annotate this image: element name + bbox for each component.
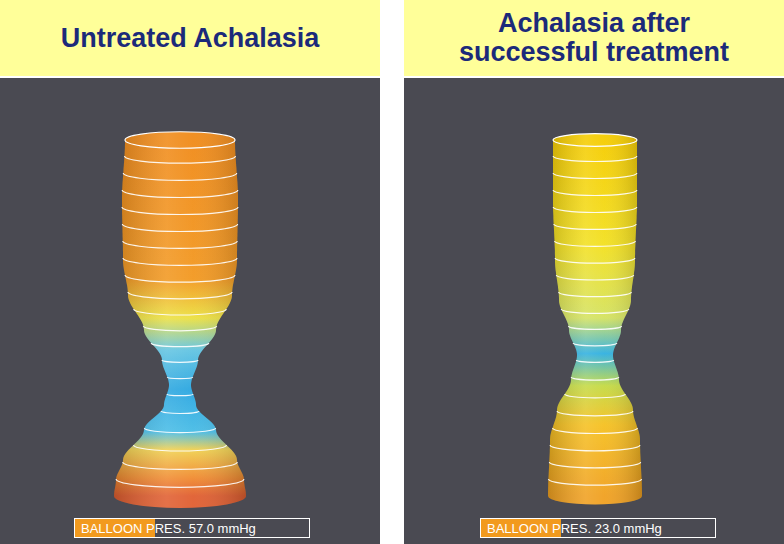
balloon-ring bbox=[144, 428, 215, 433]
balloon-ring bbox=[576, 360, 613, 362]
balloon-ring bbox=[134, 309, 227, 315]
pressure-readout: BALLOON PRES. 57.0 mmHg bbox=[74, 518, 310, 538]
balloon-ring bbox=[555, 241, 636, 246]
balloon-ring bbox=[125, 156, 236, 163]
balloon-ring bbox=[125, 275, 235, 282]
balloon-ring bbox=[128, 292, 232, 299]
balloon-ring bbox=[143, 326, 216, 331]
balloon-ring bbox=[151, 343, 209, 347]
balloon-ring bbox=[561, 309, 629, 313]
balloon-ring bbox=[571, 377, 619, 380]
balloon-ring bbox=[559, 292, 632, 297]
balloon-ring bbox=[123, 258, 237, 265]
balloon-ring bbox=[167, 377, 192, 379]
balloon-ring bbox=[134, 445, 227, 451]
balloon-ring bbox=[122, 190, 238, 198]
balloon-ring bbox=[569, 326, 622, 329]
balloon-shading bbox=[114, 132, 246, 508]
balloon-rim bbox=[553, 134, 637, 147]
panel-heading: Achalasia after successful treatment bbox=[404, 0, 784, 76]
balloon-ring bbox=[123, 241, 237, 248]
balloon-ring bbox=[557, 411, 633, 416]
dark-panel bbox=[404, 78, 784, 544]
balloon-rim bbox=[125, 132, 235, 149]
balloon-ring bbox=[555, 258, 635, 263]
pressure-readout: BALLOON PRES. 23.0 mmHg bbox=[480, 518, 716, 538]
balloon-ring bbox=[553, 173, 637, 179]
dark-panel bbox=[0, 78, 380, 544]
balloon-ring bbox=[565, 394, 626, 398]
balloon-ring bbox=[161, 411, 199, 414]
balloon-ring bbox=[553, 190, 637, 196]
balloon-ring bbox=[553, 207, 637, 213]
balloon-ring bbox=[122, 207, 238, 215]
balloon-ring bbox=[549, 462, 640, 468]
balloon-ring bbox=[162, 360, 198, 362]
balloon-ring bbox=[123, 462, 237, 469]
balloon-ring bbox=[548, 479, 641, 485]
balloon-ring bbox=[556, 275, 633, 280]
balloon-ring bbox=[573, 343, 617, 346]
balloon-group bbox=[114, 132, 642, 508]
balloon-ring bbox=[122, 224, 237, 232]
balloon-ring bbox=[123, 173, 236, 180]
pressure-text: BALLOON PRES. 23.0 mmHg bbox=[487, 521, 662, 536]
balloon-body bbox=[114, 132, 246, 508]
heading-text: Untreated Achalasia bbox=[61, 24, 320, 53]
balloon-ring bbox=[116, 479, 244, 487]
pressure-text: BALLOON PRES. 57.0 mmHg bbox=[81, 521, 256, 536]
panel-heading: Untreated Achalasia bbox=[0, 0, 380, 76]
balloon-shading bbox=[548, 134, 642, 505]
balloon-ring bbox=[553, 428, 638, 434]
balloon-ring bbox=[550, 445, 640, 451]
balloon-body bbox=[548, 134, 642, 505]
balloon-ring bbox=[553, 156, 637, 162]
balloon-ring bbox=[554, 224, 637, 229]
heading-text: Achalasia after successful treatment bbox=[444, 9, 744, 67]
balloon-ring bbox=[167, 394, 193, 396]
